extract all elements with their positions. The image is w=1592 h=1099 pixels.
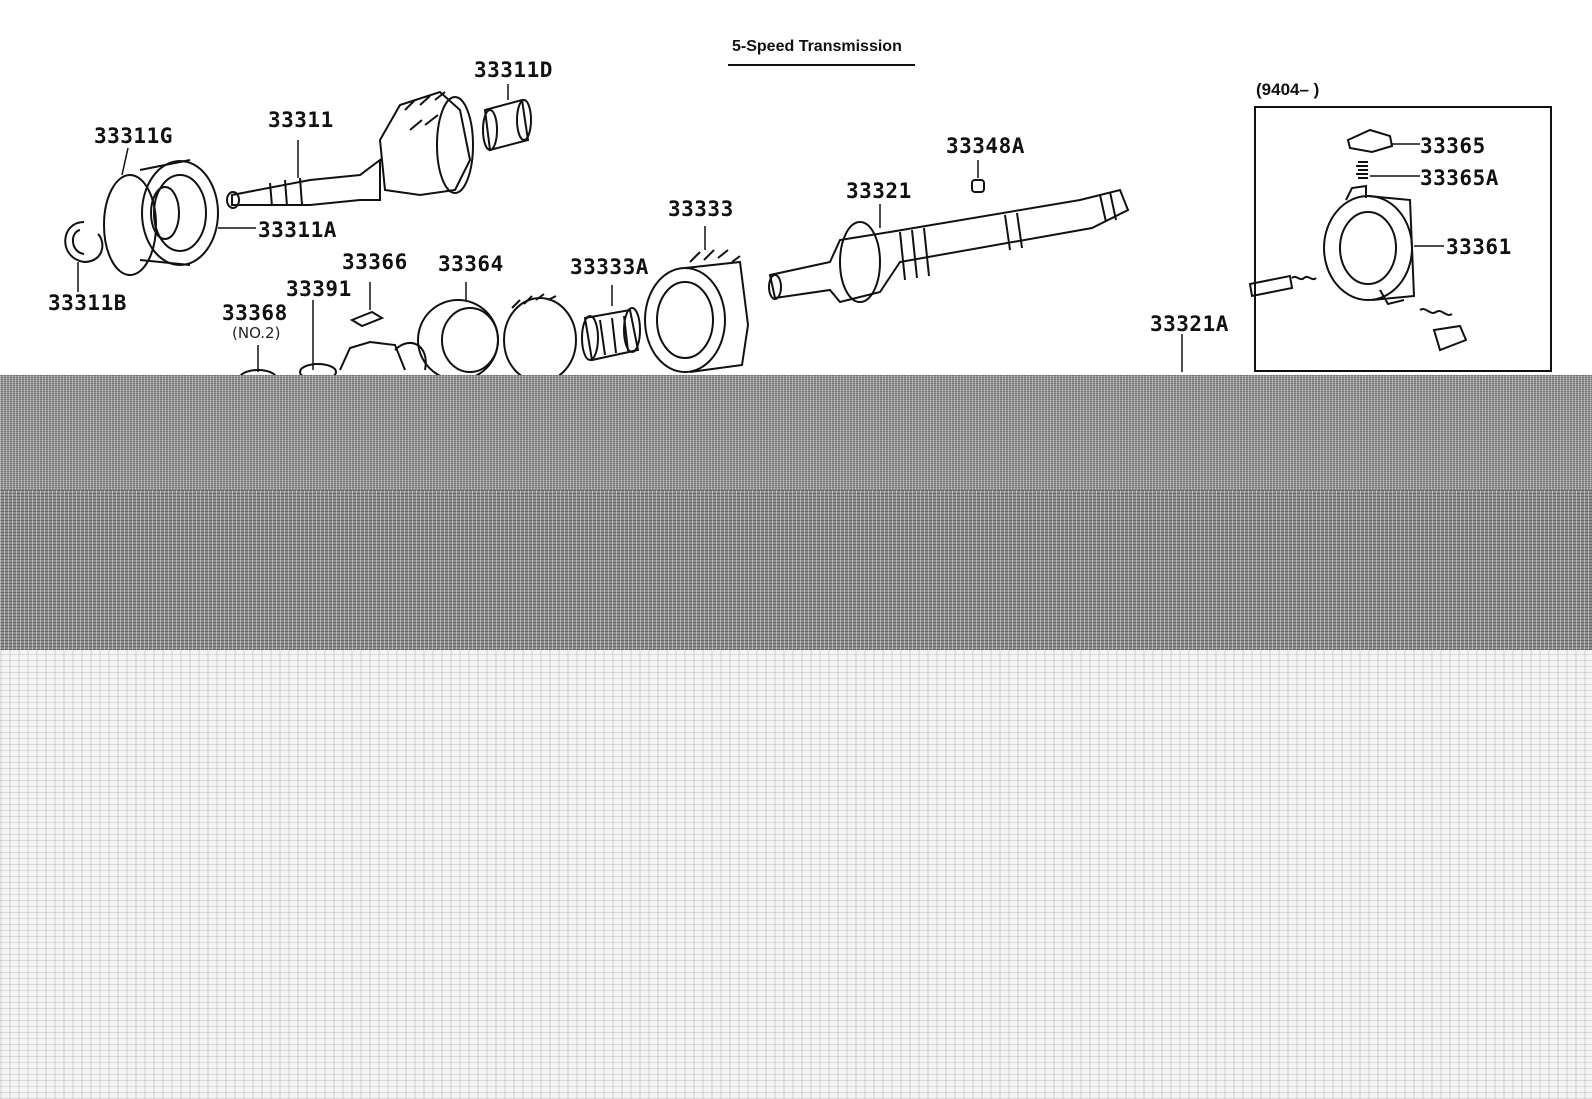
input-shaft-33311	[226, 90, 474, 209]
part-label-33366: 33366	[342, 250, 408, 274]
image-noise-band-upper	[0, 375, 1592, 490]
inset-frame	[1254, 106, 1552, 372]
part-note-33368: (NO.2)	[232, 324, 281, 342]
part-label-33321A: 33321A	[1150, 312, 1229, 336]
part-label-33368: 33368	[222, 301, 288, 325]
part-label-33391: 33391	[286, 277, 352, 301]
key-33366	[349, 282, 385, 328]
sleeve-33364	[417, 282, 499, 381]
part-label-33364: 33364	[438, 252, 504, 276]
part-label-33333A: 33333A	[570, 255, 649, 279]
part-label-33365: 33365	[1420, 134, 1486, 158]
part-label-33361: 33361	[1446, 235, 1512, 259]
image-noise-band-lower	[0, 650, 1592, 1099]
part-label-33311D: 33311D	[474, 58, 553, 82]
bearing-33311A	[103, 147, 256, 276]
diagram-title: 5-Speed Transmission	[732, 38, 902, 55]
synchro-ring	[503, 293, 577, 383]
snap-ring-33311B	[64, 221, 104, 292]
part-label-33348A: 33348A	[946, 134, 1025, 158]
gear-33333	[644, 226, 750, 373]
part-label-33311G: 33311G	[94, 124, 173, 148]
inset-range-label: (9404– )	[1256, 80, 1320, 99]
output-shaft-33321	[768, 188, 1130, 304]
inset-parts	[1248, 128, 1468, 352]
part-label-33311A: 33311A	[258, 218, 337, 242]
ball-33348A	[971, 160, 985, 193]
needle-bearing-33311D	[482, 84, 532, 152]
part-label-33311: 33311	[268, 108, 334, 132]
needle-bearing-33333A	[581, 285, 641, 362]
part-label-33365A: 33365A	[1420, 166, 1499, 190]
part-label-33321: 33321	[846, 179, 912, 203]
part-label-33333: 33333	[668, 197, 734, 221]
image-noise-band-middle	[0, 490, 1592, 650]
title-underline	[728, 64, 915, 66]
part-label-33311B: 33311B	[48, 291, 127, 315]
